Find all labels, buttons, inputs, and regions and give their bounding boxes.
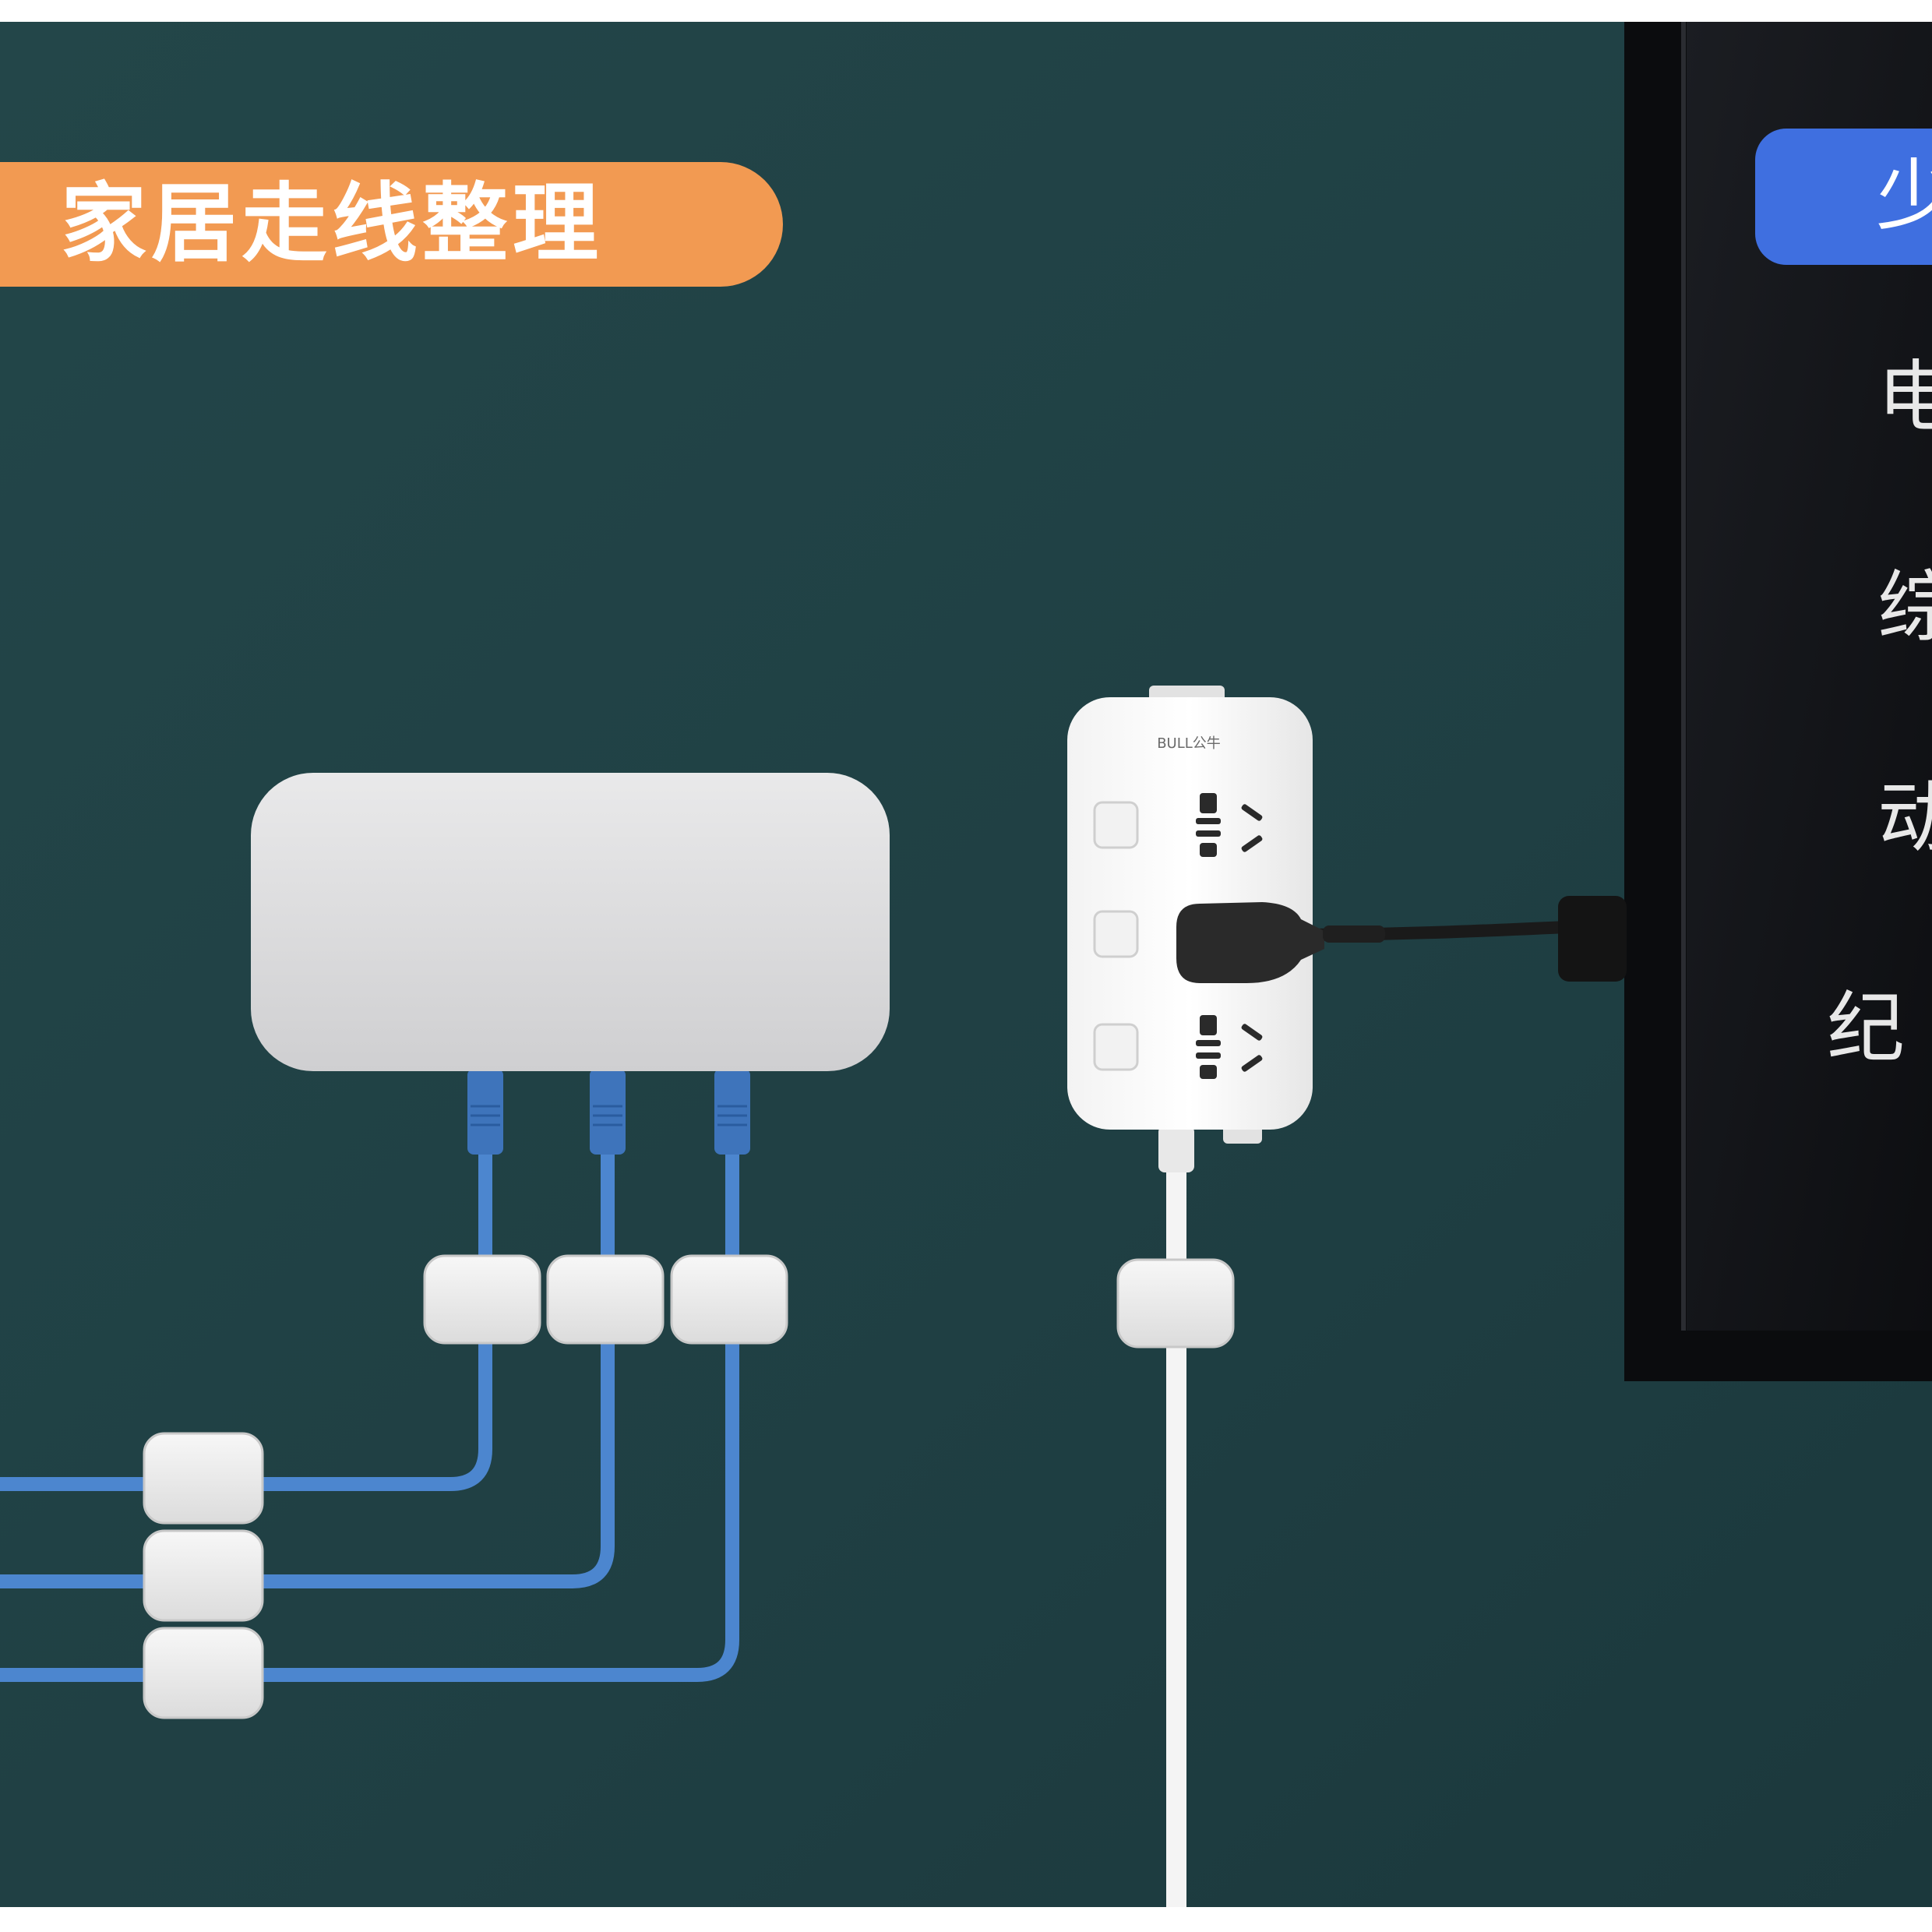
tv-cable-plug xyxy=(1558,896,1627,982)
cable-clip xyxy=(143,1529,264,1622)
tv-menu-item-2[interactable]: 电 xyxy=(1877,351,1932,442)
network-cables xyxy=(0,1130,739,1682)
tv-menu-item-1[interactable]: 少 xyxy=(1876,150,1932,242)
power-strip-brand: BULL公牛 xyxy=(1157,735,1221,752)
power-switch-3 xyxy=(1093,1023,1139,1071)
black-plug xyxy=(1176,902,1324,983)
power-switch-1 xyxy=(1093,801,1139,849)
cable-clip xyxy=(143,1627,264,1719)
cable-clip xyxy=(143,1432,264,1525)
title-banner xyxy=(0,162,783,287)
power-switch-2 xyxy=(1093,910,1139,958)
network-cable-connectors xyxy=(467,1069,750,1155)
tv-menu-item-4[interactable]: 动 xyxy=(1877,772,1932,863)
cable-clip xyxy=(546,1254,665,1345)
cable-clips xyxy=(143,1254,1235,1719)
banner-title: 家居走线整理 xyxy=(61,174,603,273)
router xyxy=(251,773,890,1071)
tv-menu-item-5[interactable]: 纪 xyxy=(1827,982,1905,1074)
cable-clip xyxy=(1116,1258,1235,1349)
power-strip xyxy=(1067,686,1385,1144)
tv-menu-active-highlight xyxy=(1755,129,1932,265)
outlet-3 xyxy=(1196,1015,1263,1079)
tv-menu-item-3[interactable]: 综 xyxy=(1877,562,1932,653)
power-strip-cable-strain-relief xyxy=(1158,1126,1194,1172)
outlet-1 xyxy=(1196,793,1263,857)
cable-clip xyxy=(423,1254,541,1345)
cable-clip xyxy=(670,1254,788,1345)
